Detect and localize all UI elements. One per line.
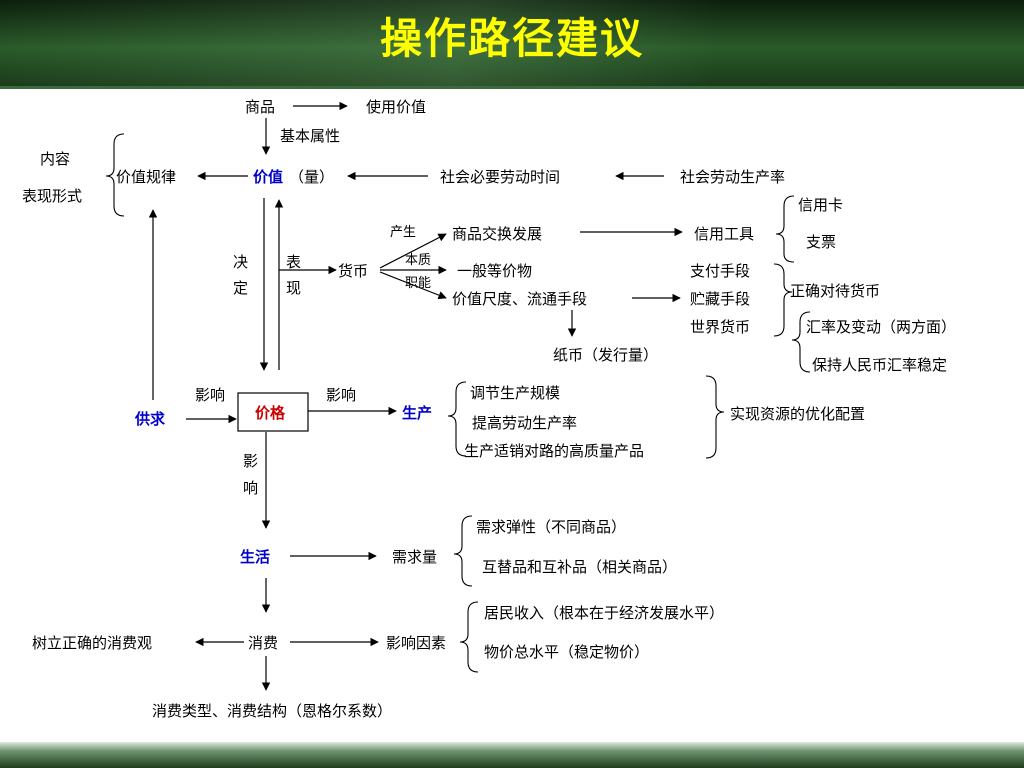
label-shiyongjiazhi: 使用价值 xyxy=(366,98,426,116)
label-zhipiao: 支票 xyxy=(806,233,836,251)
label-shangpinjiaohuan: 商品交换发展 xyxy=(452,225,542,243)
label-jue: 决 xyxy=(233,253,248,271)
arrow-huobi-jiaohuan xyxy=(379,233,447,269)
label-shengchan: 生产 xyxy=(402,404,432,422)
label-shangpin: 商品 xyxy=(245,98,275,116)
label-huilv: 汇率及变动（两方面） xyxy=(806,318,956,336)
label-zhengque-huobi: 正确对待货币 xyxy=(790,282,880,300)
label-xiaofei: 消费 xyxy=(248,634,278,652)
label-huobi: 货币 xyxy=(338,262,368,280)
label-xinyonggongju: 信用工具 xyxy=(694,225,754,243)
slide-footer xyxy=(0,742,1024,768)
label-benzhi: 本质 xyxy=(405,253,431,268)
label-yibandengjia: 一般等价物 xyxy=(457,262,532,280)
label-xuqiutanxing: 需求弹性（不同商品） xyxy=(476,518,626,536)
label-xuqiuliang: 需求量 xyxy=(392,548,437,566)
brace-yinsu xyxy=(459,601,479,673)
label-tiaojie: 调节生产规模 xyxy=(470,384,560,402)
label-wujia: 物价总水平（稳定物价） xyxy=(484,643,649,661)
label-jumin: 居民收入（根本在于经济发展水平） xyxy=(484,604,724,622)
label-xiang: 响 xyxy=(243,479,258,497)
brace-xinyong xyxy=(775,195,795,263)
label-biao: 表 xyxy=(286,253,301,271)
labels: 商品 使用价值 基本属性 内容 表现形式 价值规律 价值 （量） 社会必要劳动时… xyxy=(22,98,956,720)
label-baochi: 保持人民币汇率稳定 xyxy=(812,356,947,374)
label-yingxiangyinsu: 影响因素 xyxy=(386,634,446,652)
label-xinyongka: 信用卡 xyxy=(798,196,843,214)
label-jiazhi: 价值 xyxy=(253,168,283,186)
label-biaoxianxingshi: 表现形式 xyxy=(22,187,82,205)
label-shenghuo: 生活 xyxy=(240,548,270,566)
label-yingxiang-right: 影响 xyxy=(326,386,356,404)
label-zhucang: 贮藏手段 xyxy=(690,290,750,308)
label-chansheng: 产生 xyxy=(390,225,416,240)
brace-shengchan-left xyxy=(447,381,467,457)
label-shengchanshixiao: 生产适销对路的高质量产品 xyxy=(464,442,644,460)
label-neirong: 内容 xyxy=(40,150,70,168)
label-jiazhichidu: 价值尺度、流通手段 xyxy=(452,290,587,308)
slide-header: 操作路径建议 xyxy=(0,0,1024,86)
brace-xuqiu xyxy=(453,515,473,587)
label-ding: 定 xyxy=(233,279,248,297)
label-shehuilaodong: 社会劳动生产率 xyxy=(680,168,785,186)
slide-title: 操作路径建议 xyxy=(379,14,644,63)
braces xyxy=(105,133,811,673)
brace-shijiehuobi xyxy=(791,311,811,373)
label-zhifu: 支付手段 xyxy=(690,262,750,280)
label-shijiehuobi: 世界货币 xyxy=(690,318,750,336)
label-xiaofeileixing: 消费类型、消费结构（恩格尔系数） xyxy=(152,702,392,720)
label-tigao: 提高劳动生产率 xyxy=(472,414,577,432)
arrow-huobi-chidu xyxy=(379,271,447,300)
label-jiage: 价格 xyxy=(255,404,286,422)
label-jiazhiguilv: 价值规律 xyxy=(116,168,176,186)
label-yingxiang-left: 影响 xyxy=(195,386,225,404)
brace-shengchan-right xyxy=(705,375,725,459)
label-liang: （量） xyxy=(289,168,334,186)
brace-neirong xyxy=(105,133,125,217)
label-shuli: 树立正确的消费观 xyxy=(32,634,152,652)
label-gongqiu: 供求 xyxy=(134,410,166,428)
label-zhibi: 纸币（发行量） xyxy=(553,346,658,364)
connectors xyxy=(148,101,683,691)
jiage-box xyxy=(237,392,309,432)
brace-huobi-zhineng xyxy=(773,263,793,337)
label-tidaipin: 互替品和互补品（相关商品） xyxy=(482,558,677,576)
label-xian: 现 xyxy=(286,279,301,297)
label-jibenshuxing: 基本属性 xyxy=(280,127,340,145)
label-shehuibiyao: 社会必要劳动时间 xyxy=(440,168,560,186)
label-zhineng: 职能 xyxy=(405,276,431,291)
label-shixianziyuan: 实现资源的优化配置 xyxy=(730,405,865,423)
header-highlight xyxy=(0,0,1024,86)
label-ying: 影 xyxy=(243,452,258,470)
header-rule xyxy=(0,86,1024,89)
